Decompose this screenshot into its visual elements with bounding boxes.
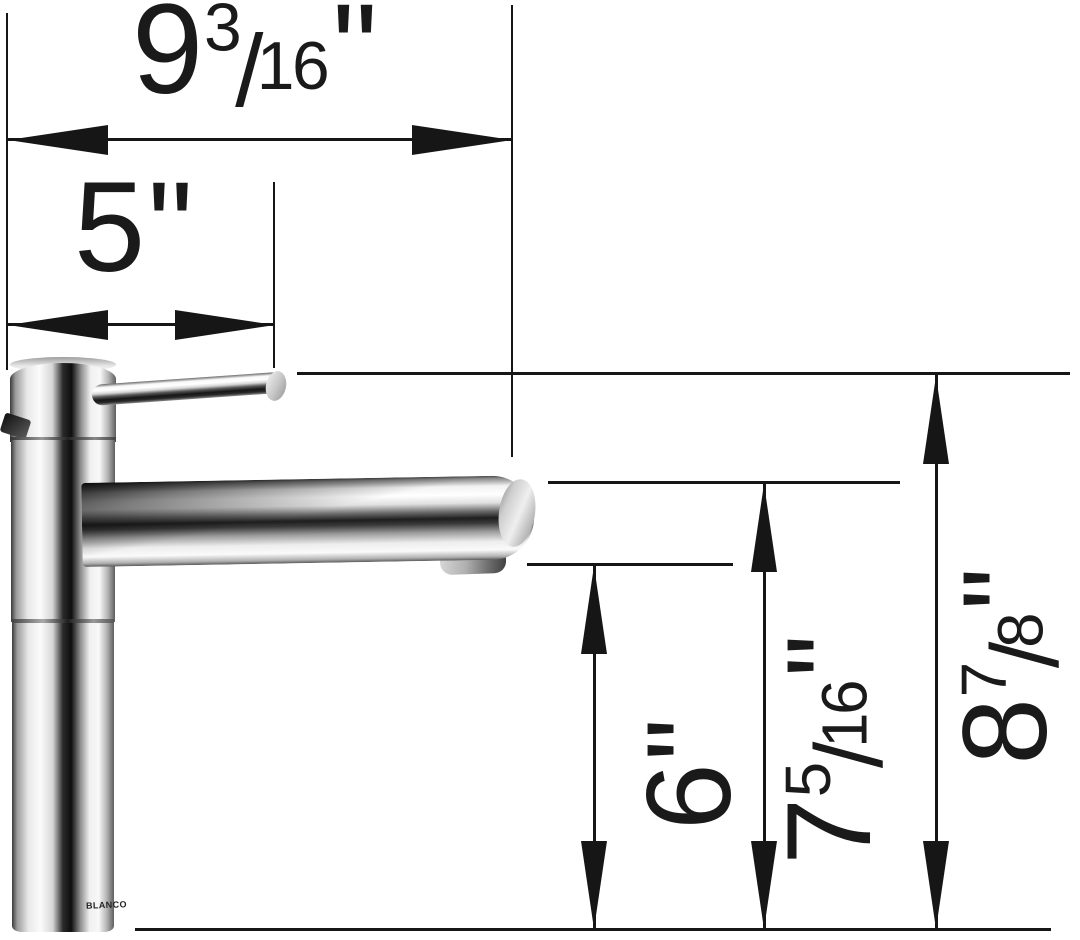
arrowhead-height-outlet-top bbox=[581, 566, 607, 654]
brand-logo: BLANCO bbox=[85, 899, 128, 911]
arrowhead-height-overall-top bbox=[923, 376, 949, 464]
arrowhead-height-overall-bottom bbox=[923, 841, 949, 929]
dim-value-whole: 6 bbox=[622, 765, 756, 830]
faucet-cap-joint bbox=[10, 437, 116, 442]
dim-line-height-overall bbox=[935, 375, 938, 930]
dim-value-whole: 8 bbox=[938, 700, 1073, 765]
inch-mark: " bbox=[147, 156, 193, 299]
arrowhead-height-outlet-bottom bbox=[581, 841, 607, 929]
dim-label-width-handle: 5" bbox=[74, 164, 193, 292]
faucet-body-joint bbox=[12, 619, 114, 625]
extension-line-left bbox=[6, 13, 8, 370]
reference-line-outlet bbox=[527, 563, 733, 566]
dim-value-fraction: 3/16 bbox=[204, 0, 330, 129]
arrowhead-height-spout-top bbox=[751, 484, 777, 572]
faucet-spout bbox=[81, 475, 535, 567]
dim-label-width-overall: 93/16" bbox=[132, 0, 378, 129]
inch-mark: " bbox=[762, 636, 897, 678]
inch-mark: " bbox=[938, 569, 1073, 611]
extension-line-width-handle-right bbox=[273, 182, 275, 368]
arrowhead-width-overall-right bbox=[412, 125, 512, 155]
extension-line-width-overall-right bbox=[511, 5, 513, 457]
arrowhead-width-handle-left bbox=[8, 310, 108, 340]
dim-value-fraction: 7/8 bbox=[949, 614, 1080, 698]
inch-mark: " bbox=[622, 720, 756, 761]
arrowhead-width-handle-right bbox=[175, 310, 275, 340]
arrowhead-width-overall-left bbox=[8, 125, 108, 155]
inch-mark: " bbox=[332, 0, 377, 121]
reference-line-overall-height-top bbox=[297, 372, 1070, 375]
faucet-body-base bbox=[12, 623, 114, 932]
arrowhead-height-spout-bottom bbox=[751, 841, 777, 929]
dim-label-height-outlet: 6" bbox=[622, 721, 756, 830]
dim-value-whole: 9 bbox=[132, 0, 203, 121]
dim-value-whole: 5 bbox=[74, 156, 145, 299]
dim-label-height-overall: 87/8" bbox=[938, 570, 1080, 765]
dim-line-height-spout bbox=[763, 483, 766, 930]
dim-line-height-outlet bbox=[593, 565, 596, 930]
dim-line-width-overall bbox=[8, 138, 512, 141]
dim-label-height-spout: 75/16" bbox=[762, 637, 904, 865]
dim-value-whole: 7 bbox=[762, 800, 897, 865]
dim-line-width-handle bbox=[8, 323, 275, 326]
dim-value-fraction: 5/16 bbox=[773, 681, 904, 798]
reference-line-spout-top bbox=[548, 481, 900, 484]
faucet-handle-lever bbox=[91, 371, 285, 406]
